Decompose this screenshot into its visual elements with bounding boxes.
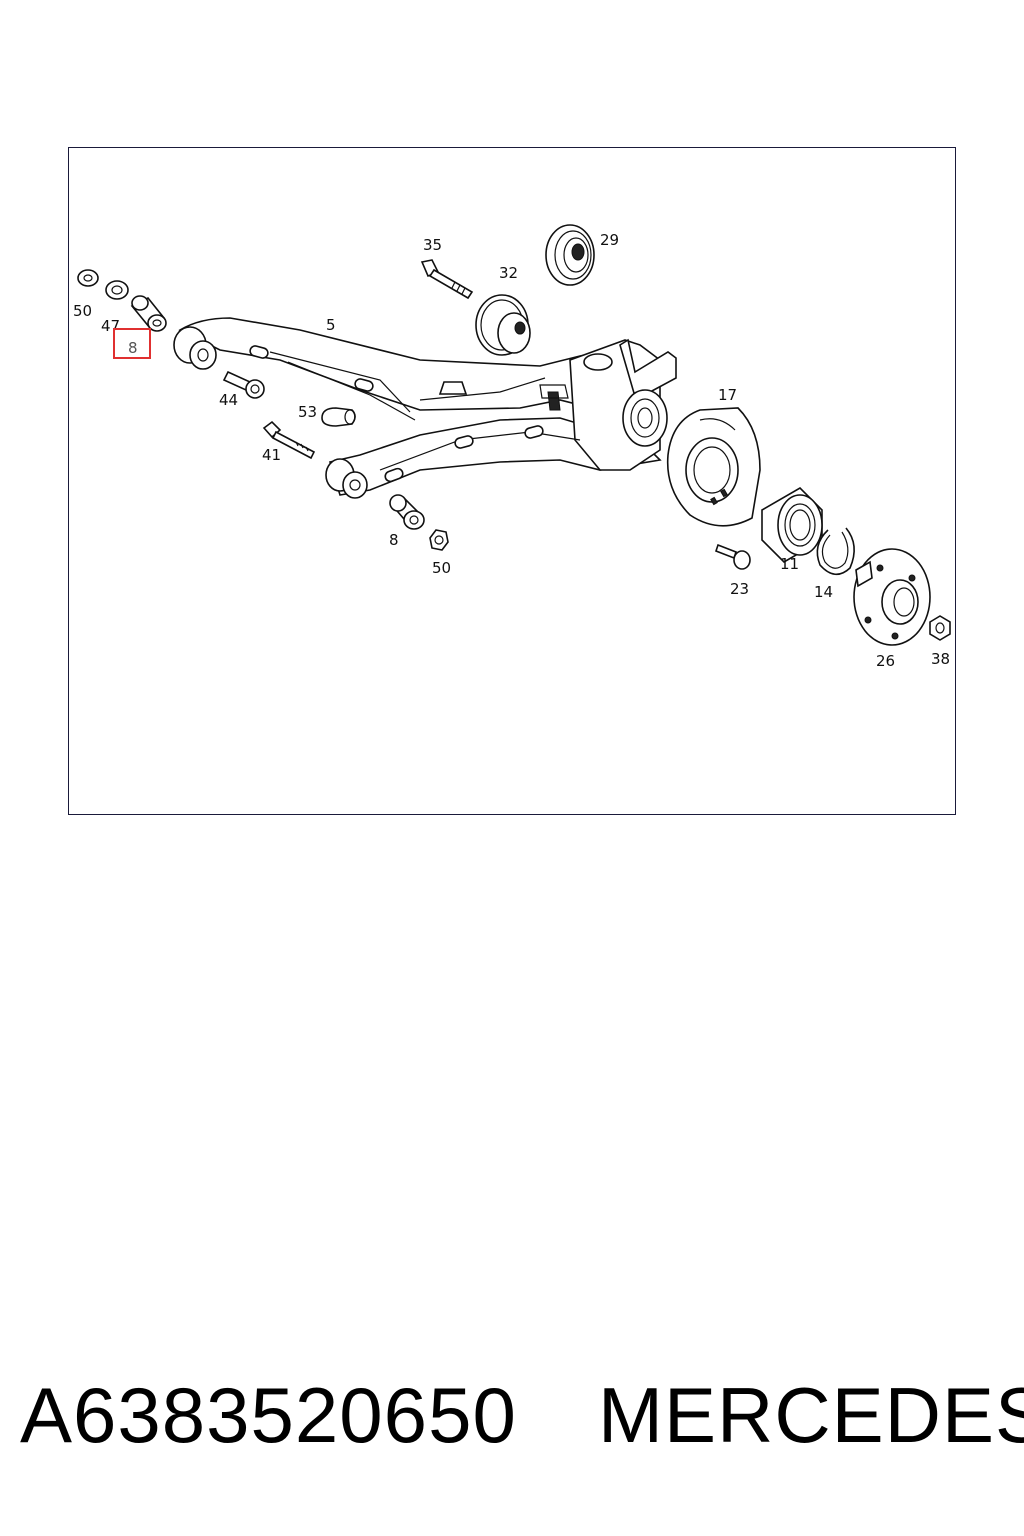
- label-11: 11: [780, 555, 799, 573]
- label-32: 32: [499, 264, 518, 282]
- bolt-35: [420, 259, 474, 300]
- label-44: 44: [219, 391, 238, 409]
- bolt-41: [262, 420, 316, 460]
- bolt-44: [222, 370, 265, 399]
- part-number: A6383520650: [20, 1371, 517, 1459]
- nut-38: [929, 615, 951, 641]
- label-38: 38: [931, 650, 950, 668]
- axle-carrier-5: [173, 317, 677, 499]
- mount-32: [475, 294, 531, 356]
- exploded-parts-diagram: 50 47 8 44 5 35 32 29 53 41 8 50 17 23 1…: [73, 224, 951, 670]
- label-8-lower: 8: [389, 531, 399, 549]
- cap-53: [321, 407, 356, 427]
- label-50-lower: 50: [432, 559, 451, 577]
- label-41: 41: [262, 446, 281, 464]
- label-17: 17: [718, 386, 737, 404]
- hub-26: [853, 548, 931, 646]
- highlight-box-8: [113, 328, 151, 359]
- label-35: 35: [423, 236, 442, 254]
- bolt-23: [715, 543, 751, 570]
- label-23: 23: [730, 580, 749, 598]
- bushing-8-left: [130, 295, 167, 332]
- backing-plate-17: [666, 407, 761, 527]
- bearing-11: [761, 486, 823, 564]
- label-29: 29: [600, 231, 619, 249]
- label-5: 5: [326, 316, 336, 334]
- nut-50-left: [77, 269, 99, 287]
- footer: A6383520650 MERCEDES: [0, 1370, 1024, 1470]
- label-14: 14: [814, 583, 833, 601]
- mount-29: [545, 224, 595, 286]
- label-50-left: 50: [73, 302, 92, 320]
- bushing-8-lower: [389, 494, 425, 530]
- washer-47: [105, 280, 129, 300]
- label-8-highlighted: 8: [128, 339, 138, 357]
- label-53: 53: [298, 403, 317, 421]
- brand-name: MERCEDES: [598, 1371, 1024, 1459]
- label-26: 26: [876, 652, 895, 670]
- circlip-14: [816, 527, 855, 576]
- diagram-frame: [68, 147, 956, 815]
- label-47: 47: [101, 317, 120, 335]
- nut-50-lower: [429, 529, 449, 551]
